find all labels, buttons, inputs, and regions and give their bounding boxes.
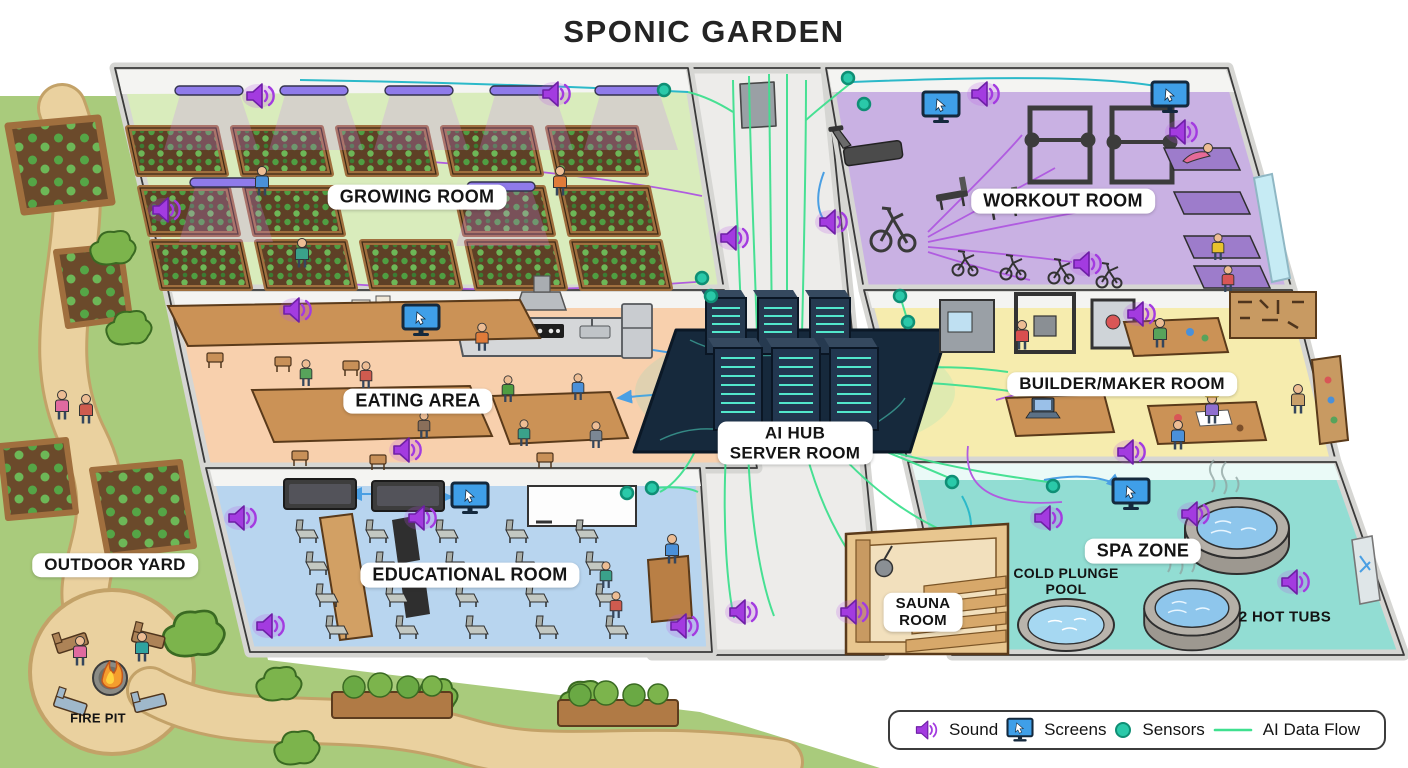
work-table: [1004, 392, 1116, 438]
sauna-room-label-line1: SAUNA: [895, 594, 951, 612]
fire-pit-label: FIRE PIT: [70, 710, 126, 726]
cold-plunge-label-line1: COLD PLUNGE: [1013, 564, 1119, 581]
sound-speaker-icon: [714, 224, 750, 252]
legend-item-screens: Screens: [1005, 717, 1106, 743]
mirror: [1252, 172, 1292, 284]
sensor-icon: [1115, 722, 1132, 738]
sauna-room-label-line2: ROOM: [899, 612, 947, 629]
weight-racks: [1024, 105, 1178, 185]
server-racks: [701, 290, 879, 431]
spa-zone-label: SPA ZONE: [1084, 538, 1202, 564]
exercise-bike: [869, 206, 917, 253]
lectern: [646, 554, 694, 624]
sound-speaker-icon: [277, 296, 313, 324]
page-title: SPONIC GARDEN: [563, 14, 845, 49]
treadmill: [828, 125, 904, 167]
educational-room-label: EDUCATIONAL ROOM: [360, 562, 580, 588]
spa-zone: [1017, 459, 1381, 652]
corridor-door: [739, 81, 777, 129]
legend: Sound Screens Sensors AI Data Flow: [888, 710, 1386, 750]
workout-room-label: WORKOUT ROOM: [971, 188, 1155, 214]
hot-tubs-label: 2 HOT TUBS: [1238, 608, 1332, 626]
sound-speaker-icon: [146, 196, 182, 224]
legend-data-flow-label: AI Data Flow: [1262, 720, 1360, 739]
legend-sound-label: Sound: [949, 720, 999, 739]
sound-speaker-icon: [1067, 250, 1103, 278]
dining-table: [490, 390, 630, 446]
printer-frame: [1014, 292, 1076, 354]
sound-speaker-icon: [723, 598, 759, 626]
builder-maker-room: [939, 291, 1350, 451]
sound-speaker-icon: [240, 82, 276, 110]
sensor-icon: [1045, 478, 1061, 494]
cold-plunge-pool: [1017, 598, 1115, 652]
sound-speaker-icon: [536, 80, 572, 108]
sensor-icon: [619, 485, 635, 501]
tv-screen: [283, 478, 357, 510]
laptop: [1025, 397, 1061, 419]
sauna-room-label: SAUNA ROOM: [883, 592, 963, 632]
outdoor-yard-label: OUTDOOR YARD: [32, 553, 198, 577]
legend-sensors-label: Sensors: [1142, 720, 1205, 739]
sound-speaker-icon: [1121, 300, 1157, 328]
legend-item-sensors: Sensors: [1113, 720, 1205, 740]
server-room-label-line1: AI HUB: [764, 423, 826, 443]
eating-area: [166, 275, 653, 471]
sound-speaker-icon: [222, 504, 258, 532]
educational-room: [283, 478, 694, 642]
sound-speaker-icon: [834, 598, 870, 626]
hot-tub: [1143, 579, 1241, 652]
sensor-icon: [644, 480, 660, 496]
legend-item-data-flow: AI Data Flow: [1212, 720, 1360, 740]
workout-bench: [935, 176, 968, 211]
legend-screens-label: Screens: [1044, 720, 1107, 739]
eating-area-label: EATING AREA: [343, 388, 493, 414]
cold-plunge-label-line2: POOL: [1045, 581, 1087, 597]
planter-box: [557, 680, 679, 727]
wall-panel: [1351, 535, 1381, 605]
yoga-mats: [1162, 147, 1272, 289]
builder-maker-room-label: BUILDER/MAKER ROOM: [1007, 372, 1237, 396]
sensor-icon: [900, 314, 916, 330]
sensor-icon: [892, 288, 908, 304]
sensor-icon: [694, 270, 710, 286]
cold-plunge-pool-label: COLD PLUNGE POOL: [1013, 565, 1118, 597]
sound-speaker-icon: [387, 436, 423, 464]
workbench: [1122, 316, 1230, 358]
sound-speaker-icon: [664, 612, 700, 640]
sound-speaker-icon: [1111, 438, 1147, 466]
sensor-icon: [856, 96, 872, 112]
sound-speaker-icon: [1163, 118, 1199, 146]
ai-hub-server-room: [632, 290, 955, 456]
sound-speaker-icon: [250, 612, 286, 640]
sound-speaker-icon: [1275, 568, 1311, 596]
sound-speaker-icon: [965, 80, 1001, 108]
sound-speaker-icon: [915, 720, 938, 740]
sauna-bucket: [874, 558, 894, 578]
data-flow-icon: [1213, 728, 1252, 732]
person: [1182, 143, 1213, 164]
tv-screen: [371, 480, 445, 512]
sound-speaker-icon: [813, 208, 849, 236]
sensor-icon: [703, 288, 719, 304]
screen-icon: [1006, 717, 1034, 742]
sauna-room: [844, 522, 1010, 656]
sensor-icon: [656, 82, 672, 98]
sound-speaker-icon: [1028, 504, 1064, 532]
fire-pit: [51, 620, 168, 717]
workout-room: [828, 105, 1292, 294]
long-table: [166, 298, 542, 348]
sound-speaker-icon: [1175, 500, 1211, 528]
legend-item-sound: Sound: [914, 718, 998, 742]
server-room-label: AI HUB SERVER ROOM: [717, 421, 873, 465]
sensor-icon: [840, 70, 856, 86]
pegboard: [1229, 291, 1317, 339]
sensor-icon: [944, 474, 960, 490]
sound-speaker-icon: [402, 504, 438, 532]
growing-room-label: GROWING ROOM: [327, 184, 507, 210]
server-room-label-line2: SERVER ROOM: [729, 443, 861, 462]
